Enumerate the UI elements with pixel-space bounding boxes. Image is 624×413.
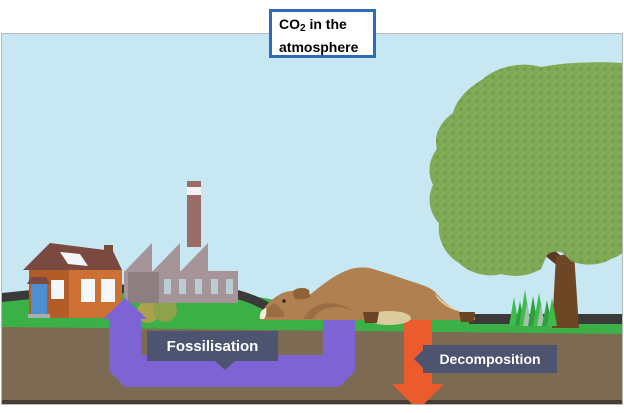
factory-chimney xyxy=(187,181,201,247)
co2-atmosphere-label: CO2 in the atmosphere xyxy=(269,9,376,58)
factory-window xyxy=(164,279,171,294)
factory-window xyxy=(195,279,202,294)
fossilisation-arrow-shaft xyxy=(109,303,355,387)
co2-label-line2: atmosphere xyxy=(279,39,359,55)
house-door xyxy=(31,284,47,315)
decomposition-label-text: Decomposition xyxy=(439,351,541,367)
scene-illustration xyxy=(2,34,622,404)
dead-animal xyxy=(259,267,475,325)
factory-roof-tooth xyxy=(180,243,208,272)
factory-chimney-band xyxy=(187,187,201,195)
animal-jaw-shadow xyxy=(263,303,285,317)
factory-window xyxy=(211,279,218,294)
door-step xyxy=(28,314,50,318)
tree xyxy=(429,62,622,328)
animal-eye xyxy=(282,299,286,303)
animal-ear xyxy=(293,287,310,300)
animal-front-leg xyxy=(313,307,363,319)
factory-window xyxy=(226,279,233,294)
house xyxy=(23,243,122,318)
bush-icon xyxy=(153,298,177,322)
house-window xyxy=(51,280,64,299)
house-window xyxy=(101,279,115,302)
grass-blade xyxy=(547,298,557,326)
animal-hoof xyxy=(363,312,379,323)
factory-door xyxy=(128,272,159,303)
factory-roof-tooth xyxy=(124,243,152,272)
animal-hoof xyxy=(459,312,475,322)
animal-tusk xyxy=(259,308,267,319)
grass-tuft xyxy=(509,290,557,326)
factory xyxy=(124,181,238,303)
decomposition-label: Decomposition xyxy=(414,345,557,373)
skylight-window xyxy=(60,252,88,266)
fossilisation-label: Fossilisation xyxy=(147,331,278,370)
door-awning xyxy=(27,277,50,284)
scene xyxy=(1,33,623,405)
tree-trunk xyxy=(552,253,579,328)
soil-bottom-edge xyxy=(2,400,622,404)
factory-roof-tooth xyxy=(152,243,180,272)
tree-canopy-texture xyxy=(429,62,622,276)
factory-window xyxy=(179,279,186,294)
fossilisation-arrow xyxy=(103,298,355,387)
house-window xyxy=(81,279,95,302)
co2-label-line1: CO2 in the xyxy=(279,16,347,34)
fossilisation-arrowhead-icon xyxy=(103,298,147,319)
grass-blade xyxy=(537,304,545,326)
fossilisation-label-text: Fossilisation xyxy=(166,337,259,355)
